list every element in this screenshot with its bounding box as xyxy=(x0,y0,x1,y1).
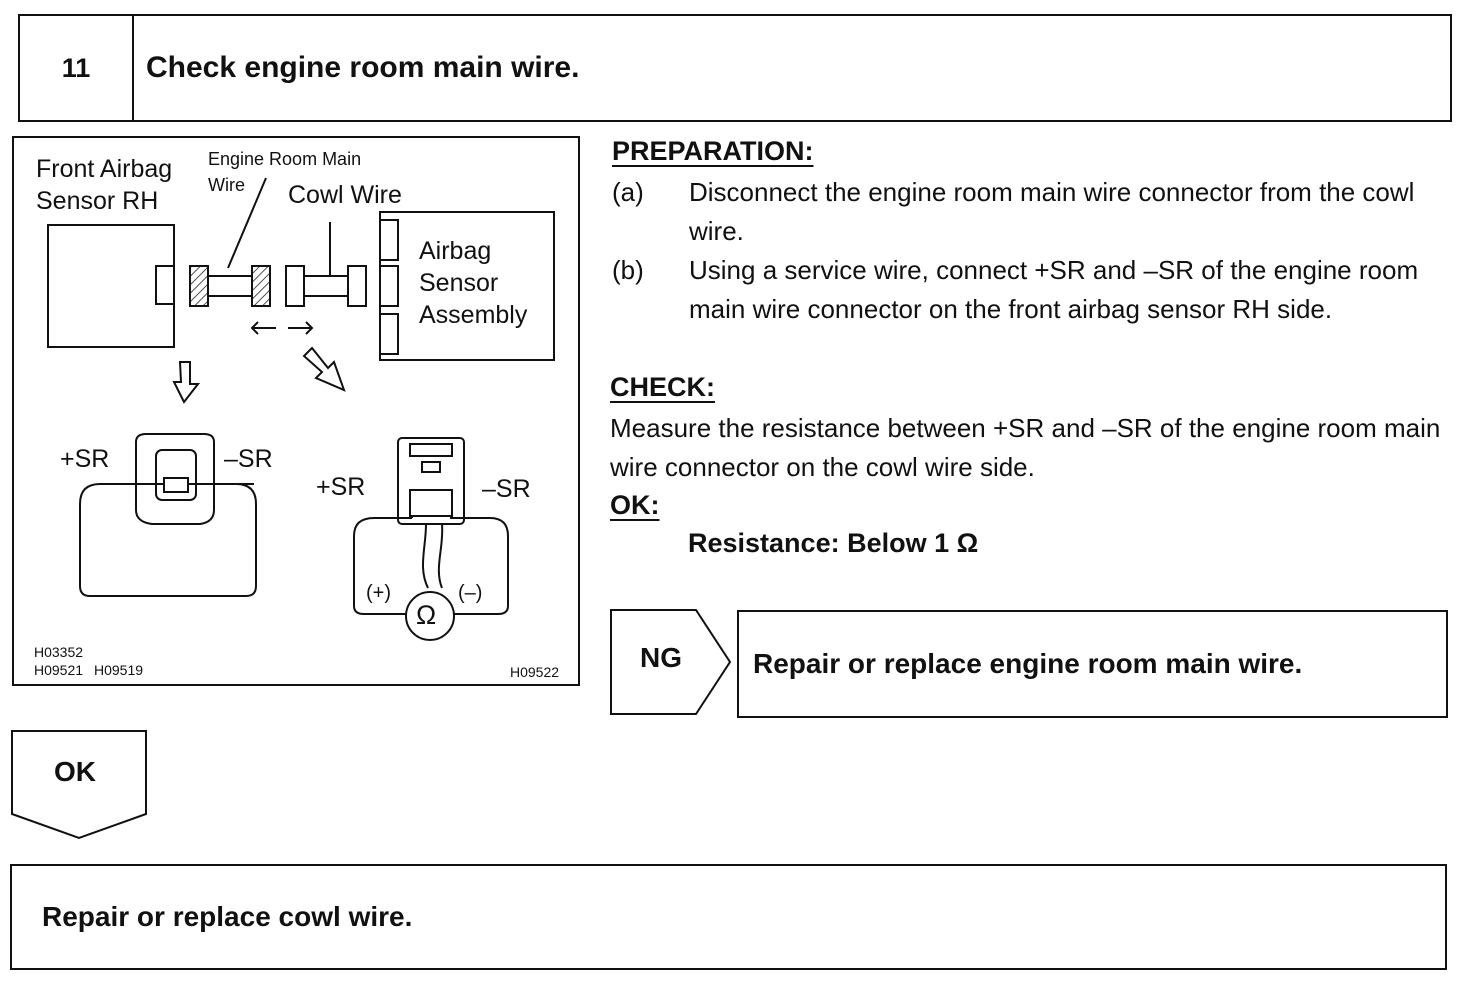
preparation-item-b-text: Using a service wire, connect +SR and –S… xyxy=(689,255,1419,324)
front-sensor-connector xyxy=(155,265,175,305)
left-connector-face xyxy=(135,433,215,525)
right-plus-sr: +SR xyxy=(316,473,366,501)
wiring-diagram: Front Airbag Sensor RH Engine Room Main … xyxy=(12,136,580,686)
check-text: Measure the resistance between +SR and –… xyxy=(610,413,1441,482)
ng-action-box: Repair or replace engine room main wire. xyxy=(737,610,1448,718)
preparation-item-b-label: (b) xyxy=(612,255,644,285)
ohm-symbol: Ω xyxy=(416,600,437,630)
label-wire: Wire xyxy=(208,175,245,195)
figure-code-3: H09519 xyxy=(94,662,144,678)
cowl-wire-connector-right xyxy=(347,265,367,307)
label-front-sensor-line1: Front Airbag xyxy=(36,155,173,183)
label-cowl-wire: Cowl Wire xyxy=(288,181,402,209)
wiring-diagram-drawing xyxy=(47,177,555,641)
ok-label: OK xyxy=(54,756,96,787)
step-header: 11 Check engine room main wire. xyxy=(18,14,1452,122)
meter-plus: (+) xyxy=(366,582,391,604)
figure-code-4: H09522 xyxy=(510,664,560,680)
arrow-down-right xyxy=(302,346,346,392)
ng-label: NG xyxy=(640,642,682,673)
label-airbag-line2: Sensor xyxy=(419,269,499,297)
step-number: 11 xyxy=(20,16,134,120)
ohmmeter-circle xyxy=(405,591,455,641)
check-heading: CHECK: xyxy=(610,372,715,402)
label-airbag-line3: Assembly xyxy=(419,301,528,329)
right-minus-sr: –SR xyxy=(482,475,531,503)
ng-arrow-shape xyxy=(610,609,732,715)
ok-action-text: Repair or replace cowl wire. xyxy=(42,901,413,932)
figure-code-2: H09521 xyxy=(34,662,84,678)
engine-wire-connector-left xyxy=(189,265,209,307)
figure-code-1: H03352 xyxy=(34,644,84,660)
preparation-item-a-label: (a) xyxy=(612,177,644,207)
meter-minus: (–) xyxy=(458,582,483,604)
label-airbag-line1: Airbag xyxy=(419,237,492,265)
arrow-down-left xyxy=(172,361,201,404)
ok-action-box: Repair or replace cowl wire. xyxy=(10,864,1447,970)
label-front-sensor-line2: Sensor RH xyxy=(36,187,159,215)
resistance-spec: Resistance: Below 1 Ω xyxy=(688,528,979,558)
step-title: Check engine room main wire. xyxy=(146,51,580,84)
cowl-wire-connector-left xyxy=(285,265,305,307)
engine-wire-connector-right xyxy=(251,265,271,307)
preparation-item-a-text: Disconnect the engine room main wire con… xyxy=(689,177,1415,246)
label-engine-room-main: Engine Room Main xyxy=(208,149,362,169)
right-connector-face xyxy=(397,437,465,525)
ng-action-text: Repair or replace engine room main wire. xyxy=(753,648,1303,679)
ok-heading: OK: xyxy=(610,490,660,520)
left-minus-sr: –SR xyxy=(224,445,273,473)
ok-arrow-shape xyxy=(11,730,147,840)
preparation-heading: PREPARATION: xyxy=(612,136,814,166)
left-plus-sr: +SR xyxy=(60,445,110,473)
